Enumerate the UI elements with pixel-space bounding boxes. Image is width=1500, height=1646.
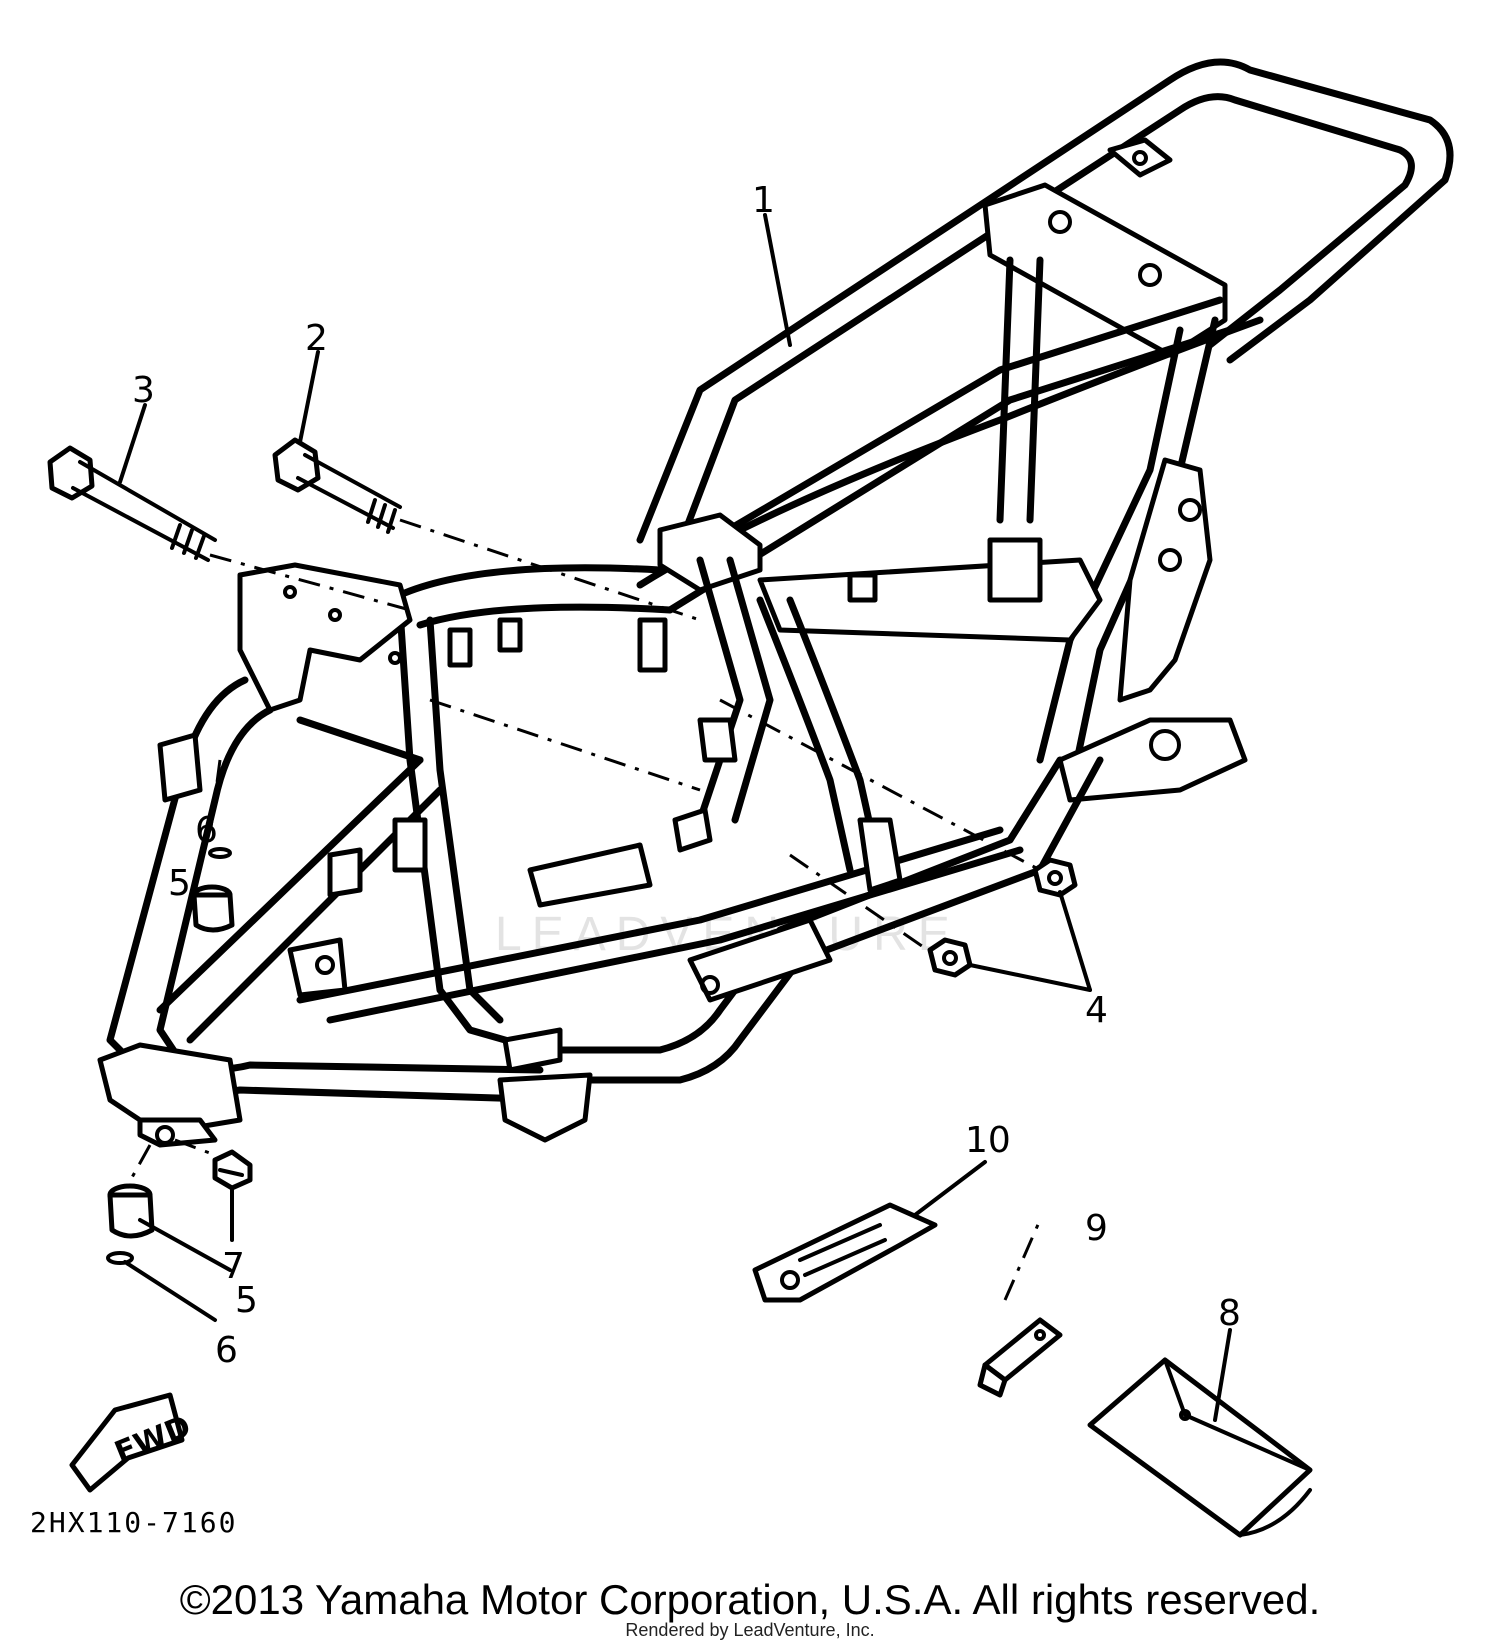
callout-8: 8 bbox=[1218, 1293, 1241, 1334]
screw-part-7 bbox=[212, 1149, 253, 1191]
callout-7: 7 bbox=[222, 1246, 245, 1287]
rendered-by-notice: Rendered by LeadVenture, Inc. bbox=[625, 1620, 875, 1640]
callout-1: 1 bbox=[752, 180, 775, 221]
bolt-part-2 bbox=[272, 437, 402, 534]
plate-part-10 bbox=[752, 1202, 938, 1303]
leader-3 bbox=[118, 403, 147, 484]
nut-part-4-lower bbox=[927, 937, 973, 978]
leader-2 bbox=[298, 350, 320, 444]
assembly-line-grommet-upper bbox=[208, 759, 222, 836]
assembly-line-bolt-3 bbox=[209, 553, 411, 612]
callout-5-lower: 5 bbox=[235, 1280, 258, 1321]
assembly-line-bolt-3-inner bbox=[429, 698, 701, 792]
assembly-line-nut-lower bbox=[789, 853, 936, 957]
callout-6-upper: 6 bbox=[195, 810, 218, 851]
assembly-line-screw-7 bbox=[174, 1138, 216, 1157]
nut-part-4-upper bbox=[1032, 857, 1078, 898]
copyright-notice: ©2013 Yamaha Motor Corporation, U.S.A. A… bbox=[179, 1576, 1321, 1623]
assembly-line-nut-upper bbox=[719, 698, 1041, 872]
grommet-part-5-lower bbox=[107, 1183, 155, 1239]
tool-pouch-part-8 bbox=[1087, 1357, 1313, 1538]
washer-part-6-upper bbox=[208, 847, 232, 859]
leader-10 bbox=[913, 1160, 987, 1217]
callout-2: 2 bbox=[305, 318, 328, 359]
diagram-part-code: 2HX110-7160 bbox=[30, 1506, 237, 1539]
callout-5-upper: 5 bbox=[168, 863, 191, 904]
grommet-part-5-upper bbox=[191, 884, 235, 933]
washer-part-6-lower bbox=[106, 1251, 134, 1265]
assembly-line-grommet-lower bbox=[123, 1144, 152, 1191]
callout-6-lower: 6 bbox=[215, 1330, 238, 1371]
leader-6-lower bbox=[123, 1260, 217, 1322]
callout-9: 9 bbox=[1085, 1208, 1108, 1249]
fwd-arrow-icon: FWD bbox=[69, 1392, 196, 1493]
assembly-line-bolt-2 bbox=[399, 518, 701, 622]
frame-assembly bbox=[97, 58, 1454, 1148]
callout-3: 3 bbox=[132, 370, 155, 411]
callout-10: 10 bbox=[965, 1120, 1011, 1161]
leader-4-upper bbox=[1058, 890, 1092, 992]
bolt-part-3 bbox=[47, 445, 217, 562]
leader-1 bbox=[763, 213, 792, 347]
leader-4-lower bbox=[968, 963, 1092, 992]
leader-5-lower bbox=[138, 1218, 232, 1272]
bracket-part-9 bbox=[977, 1317, 1063, 1398]
leader-8 bbox=[1213, 1328, 1232, 1422]
callout-4: 4 bbox=[1085, 990, 1108, 1031]
assembly-line-part-9 bbox=[1003, 1219, 1042, 1301]
